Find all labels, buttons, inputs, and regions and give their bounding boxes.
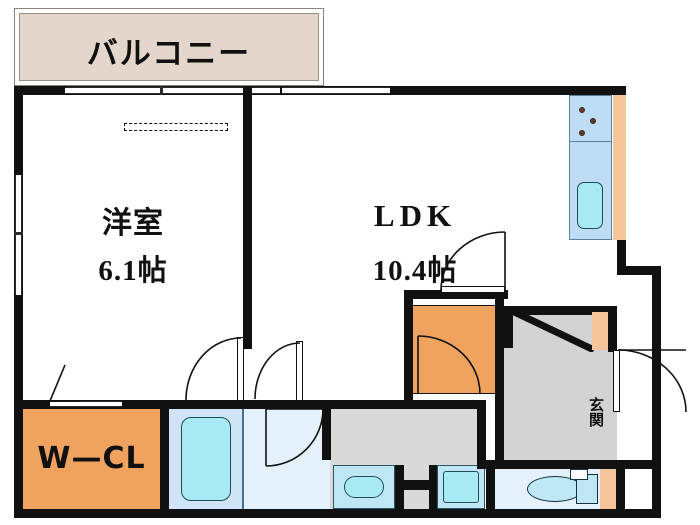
wall-sc-top	[404, 290, 508, 299]
wall-sc-left	[404, 290, 413, 409]
genkan-label: 玄関	[587, 397, 605, 427]
bath-entry-door-swing	[246, 409, 304, 467]
shoe-closet-door-swing	[417, 335, 481, 395]
bedroom-south-window[interactable]	[50, 401, 122, 407]
wcl-label: W—CL	[37, 441, 146, 476]
shoe-box-panel	[592, 312, 608, 350]
bedroom-door-swing	[185, 337, 242, 401]
west-window-mullion	[14, 232, 23, 235]
room-washroom[interactable]	[244, 409, 330, 509]
washbasin-bowl	[344, 476, 384, 498]
wall-ldk-south-left	[160, 400, 300, 409]
stove-burner-icon	[579, 130, 585, 136]
bedroom-west-window[interactable]	[15, 175, 22, 295]
wall-east-lower	[652, 266, 661, 518]
window-mullion	[160, 86, 163, 95]
vent-triangle-icon	[48, 364, 80, 402]
shoe-closet-door-panel	[413, 299, 495, 306]
room-shoe-closet[interactable]	[413, 299, 495, 400]
closet-rod-marker	[124, 123, 228, 131]
wall-east-jog	[617, 266, 661, 275]
toilet-tank-lid	[570, 469, 588, 480]
wall-wcl-bath	[160, 400, 169, 518]
toilet-bowl	[527, 476, 583, 502]
wall-washroom-right	[322, 400, 331, 460]
balcony-window-right-pane[interactable]	[282, 87, 390, 94]
room-walk-in-closet[interactable]	[23, 409, 160, 509]
wall-genkan-top	[504, 306, 617, 315]
ldk-area-label: 10.4帖	[372, 255, 458, 287]
room-bedroom[interactable]	[23, 95, 243, 400]
wall-shoebox-right	[608, 306, 617, 352]
wall-toilet-left	[486, 460, 495, 518]
wall-genkan-left	[495, 306, 504, 469]
washing-machine-drum	[443, 471, 479, 503]
balcony-sliding-window[interactable]	[65, 87, 280, 94]
shoe-box-icon	[504, 304, 596, 354]
wall-hall-south-gap	[477, 400, 486, 469]
wall-toilet-top	[486, 460, 661, 469]
stove-burner-icon	[590, 118, 596, 124]
wall-pillar-hall-cross	[395, 480, 435, 490]
closet-upper-door-swing	[440, 231, 506, 291]
wall-shoebox-top	[504, 306, 513, 348]
shoe-closet-sill	[413, 393, 495, 400]
ldk-hall-door-swing	[254, 342, 301, 400]
bathroom-partition	[242, 409, 244, 509]
ldk-name-label: LDK	[373, 198, 457, 233]
entrance-door-swing	[617, 349, 687, 413]
room-balcony[interactable]	[19, 13, 319, 81]
bedroom-area-label: 6.1帖	[98, 255, 168, 287]
wall-hall-north	[296, 400, 486, 409]
kitchen-sink-basin	[577, 182, 603, 229]
washroom-door-swing	[265, 408, 324, 467]
toilet-side-cabinet	[600, 469, 616, 509]
wall-west-lower	[14, 400, 23, 518]
wall-bedroom-ldk	[243, 86, 252, 349]
wall-south	[14, 509, 661, 518]
stove-burner-icon	[579, 107, 585, 113]
kitchen-counter-divider	[569, 141, 612, 143]
wall-pillar-hall-right	[429, 465, 438, 509]
entrance-door-leaf[interactable]	[613, 350, 620, 412]
bedroom-name-label: 洋室	[102, 206, 164, 241]
kitchen-counter-strip	[613, 95, 626, 240]
bathtub	[181, 417, 231, 501]
balcony-label: バルコニー	[86, 36, 252, 72]
wall-toilet-cabinet-right	[616, 460, 625, 518]
